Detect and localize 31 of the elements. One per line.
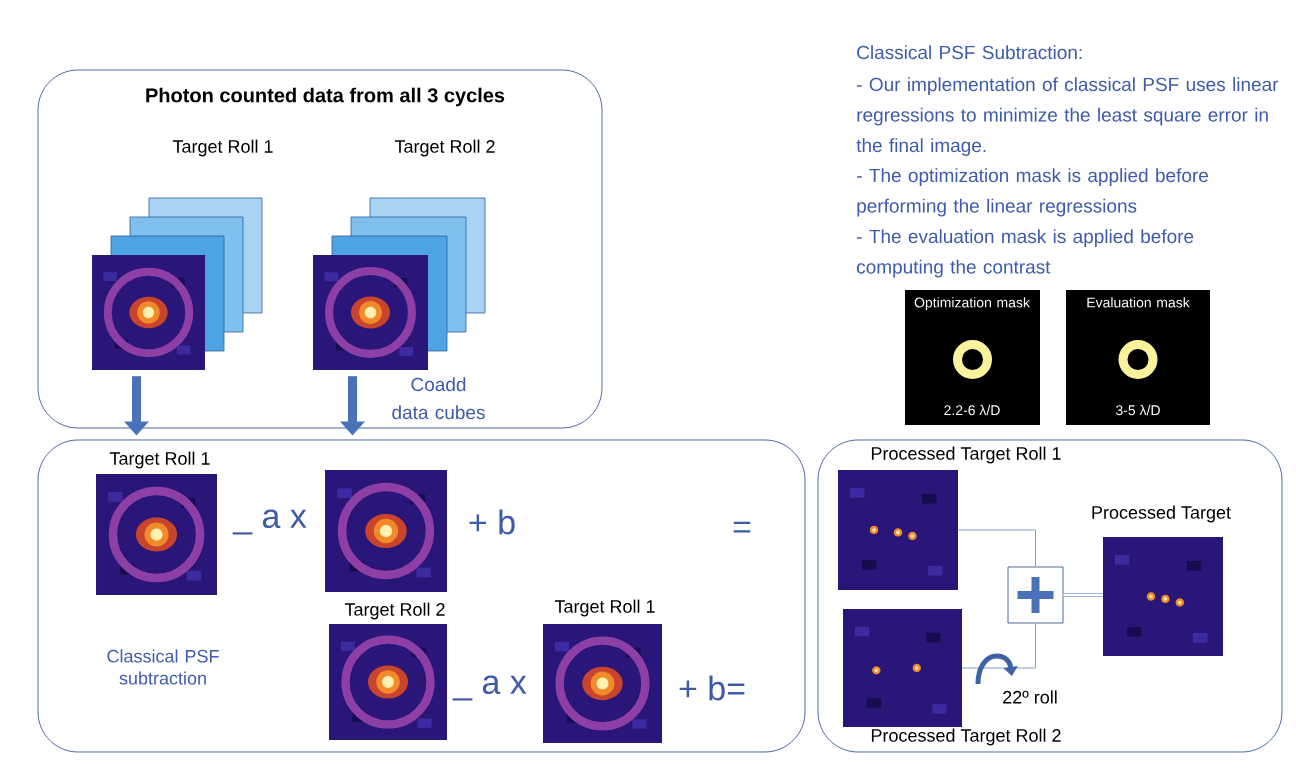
mask-label: 2.2-6 λ/D bbox=[944, 404, 1000, 416]
connector-line bbox=[957, 529, 1036, 568]
note-text: - The evaluation mask is applied before computing the contrast bbox=[857, 229, 1194, 278]
image-title: Processed Target Roll 2 bbox=[871, 728, 1061, 746]
image-title: Processed Target Roll 1 bbox=[871, 446, 1061, 464]
image-title: Target Roll 1 bbox=[109, 451, 210, 469]
mask-label: Evaluation mask bbox=[1087, 297, 1190, 308]
image-title: Target Roll 2 bbox=[344, 602, 445, 620]
equation-text: + b= bbox=[679, 675, 745, 701]
image-title: Target Roll 1 bbox=[554, 599, 655, 617]
connector-line bbox=[1062, 593, 1104, 597]
edge-label: Coadd data cubes bbox=[392, 377, 485, 420]
mask-label: 3-5 λ/D bbox=[1116, 404, 1160, 416]
panel-title: Classical PSF subtraction bbox=[107, 649, 219, 685]
plus-box bbox=[1007, 566, 1064, 624]
note-text: - Our implementation of classical PSF uses linear regressions to minimize the least square error in the final image. bbox=[856, 77, 1279, 156]
equation-text: = bbox=[733, 521, 751, 533]
equation-text: _ a x bbox=[232, 509, 307, 535]
picture bbox=[325, 470, 447, 592]
equation-text: _ a x bbox=[452, 675, 527, 701]
equation-text: + b bbox=[469, 509, 515, 535]
image-title: Target Roll 2 bbox=[394, 139, 495, 157]
note-text: Classical PSF Subtraction: bbox=[857, 45, 1082, 60]
panel-title: Photon counted data from all 3 cycles bbox=[146, 87, 505, 107]
image-title: Target Roll 1 bbox=[172, 139, 273, 157]
connector-line bbox=[961, 622, 1036, 669]
panel bbox=[817, 439, 1283, 753]
image-title: Processed Target bbox=[1092, 505, 1231, 523]
roll-label: 22º roll bbox=[1003, 690, 1057, 704]
note-text: - The optimization mask is applied before performing the linear regressions bbox=[857, 168, 1208, 217]
mask-label: Optimization mask bbox=[914, 297, 1030, 311]
